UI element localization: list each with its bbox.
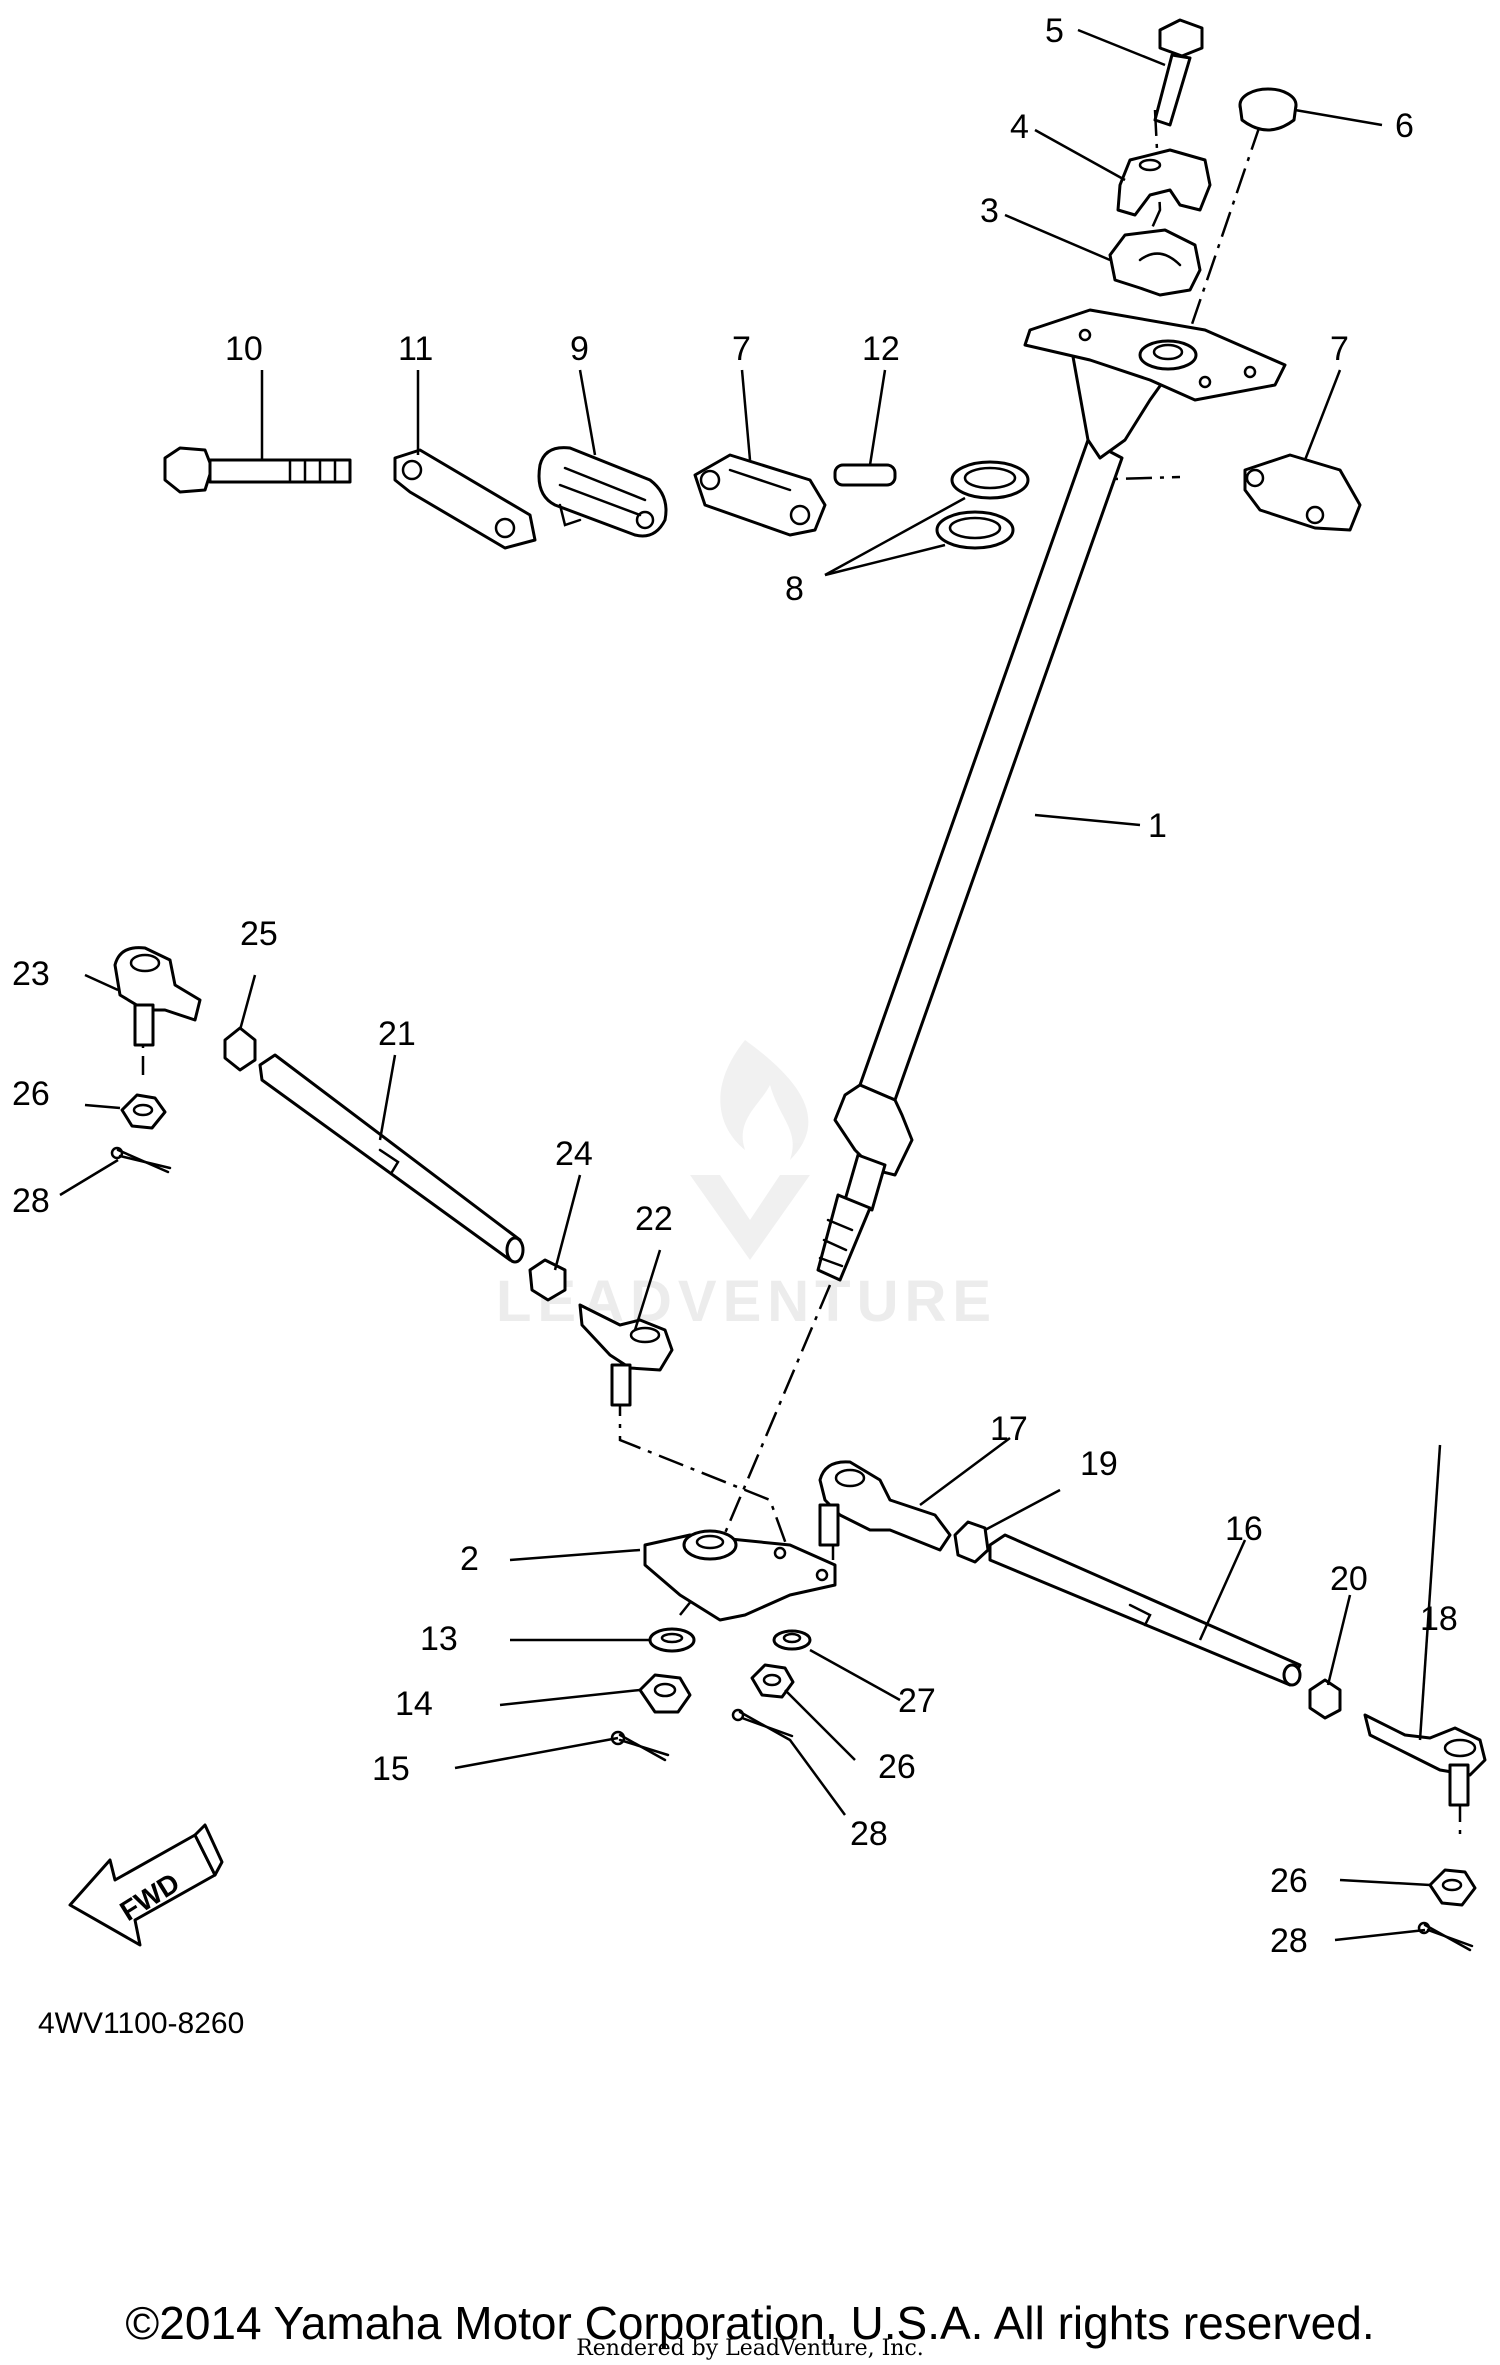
watermark-logo-icon — [690, 1040, 810, 1260]
tie-rod-21 — [258, 1053, 525, 1264]
castle-nut-26-right — [1428, 1868, 1477, 1907]
nut-25 — [223, 1026, 257, 1072]
callout-19: 19 — [1080, 1445, 1118, 1483]
callout-3: 3 — [980, 192, 999, 230]
nut-14 — [638, 1673, 692, 1714]
pitman-arm-2 — [643, 1529, 837, 1622]
forward-direction-arrow-icon: FWD — [68, 1823, 224, 1947]
nut-24 — [528, 1258, 567, 1302]
rendered-by-notice: Rendered by LeadVenture, Inc. — [576, 2336, 924, 2361]
callout-21: 21 — [378, 1015, 416, 1053]
leader-lines — [59, 28, 1442, 1942]
holder-7-right — [1243, 453, 1362, 532]
callout-numbers: 5 4 3 6 10 11 9 7 12 7 8 1 23 25 21 26 2… — [12, 12, 1458, 1960]
callout-18: 18 — [1420, 1600, 1458, 1638]
cotter-pin-28-left — [110, 1146, 172, 1174]
callout-12: 12 — [862, 330, 900, 368]
castle-nut-26-center — [750, 1663, 795, 1699]
cable-guide-9 — [537, 446, 668, 538]
lower-handlebar-holder-3 — [1108, 228, 1202, 297]
callout-16: 16 — [1225, 1510, 1263, 1548]
bushings-8 — [935, 460, 1030, 550]
nut-20 — [1308, 1678, 1342, 1720]
callout-10: 10 — [225, 330, 263, 368]
nut-19 — [953, 1520, 990, 1564]
callout-20: 20 — [1330, 1560, 1368, 1598]
bolt-5 — [1153, 18, 1204, 127]
callout-7-right: 7 — [1330, 330, 1349, 368]
washer-27 — [772, 1629, 812, 1651]
cotter-pin-28-right — [1417, 1921, 1474, 1952]
holder-7-left — [693, 453, 827, 537]
callout-7-left: 7 — [732, 330, 751, 368]
cotter-pin-28-center — [731, 1708, 794, 1742]
tie-rod-end-23 — [113, 946, 202, 1047]
tie-rod-end-17 — [818, 1460, 952, 1552]
callout-26-center: 26 — [878, 1748, 916, 1786]
watermark-text: LEADVENTURE — [496, 1269, 998, 1334]
callout-23: 23 — [12, 955, 50, 993]
callout-28-left: 28 — [12, 1182, 50, 1220]
callout-28-right: 28 — [1270, 1922, 1308, 1960]
callout-28-center: 28 — [850, 1815, 888, 1853]
tie-rod-end-18 — [1363, 1713, 1487, 1807]
callout-4: 4 — [1010, 108, 1029, 146]
pin-12 — [833, 463, 897, 487]
tie-rod-end-22 — [578, 1303, 674, 1407]
callout-9: 9 — [570, 330, 589, 368]
washer-13 — [648, 1627, 696, 1653]
callout-13: 13 — [420, 1620, 458, 1658]
copyright-notice: ©2014 Yamaha Motor Corporation, U.S.A. A… — [125, 2297, 1375, 2349]
callout-22: 22 — [635, 1200, 673, 1238]
callout-1: 1 — [1148, 807, 1167, 845]
callout-14: 14 — [395, 1685, 433, 1723]
callout-26-right: 26 — [1270, 1862, 1308, 1900]
upper-handlebar-holder-4 — [1116, 148, 1212, 217]
castle-nut-26-left — [120, 1093, 167, 1130]
column-top-bracket — [1023, 308, 1287, 402]
callout-24: 24 — [555, 1135, 593, 1173]
diagram-code: 4WV1100-8260 — [38, 2007, 245, 2040]
callout-26-left: 26 — [12, 1075, 50, 1113]
tie-rod-16 — [988, 1533, 1302, 1687]
callout-8: 8 — [785, 570, 804, 608]
callout-5: 5 — [1045, 12, 1064, 50]
cap-6 — [1238, 87, 1298, 132]
callout-15: 15 — [372, 1750, 410, 1788]
callout-11: 11 — [398, 330, 433, 368]
bolt-10 — [163, 446, 352, 494]
callout-27: 27 — [898, 1682, 936, 1720]
callout-2: 2 — [460, 1540, 479, 1578]
lock-washer-11 — [393, 448, 537, 550]
callout-6: 6 — [1395, 107, 1414, 145]
callout-25: 25 — [240, 915, 278, 953]
cotter-pin-15 — [610, 1730, 670, 1762]
callout-17: 17 — [990, 1410, 1028, 1448]
